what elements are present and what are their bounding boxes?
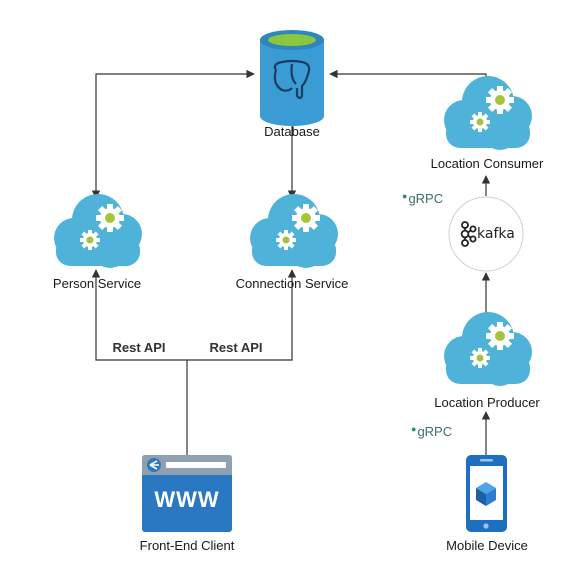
person-service-icon — [54, 194, 142, 268]
grpc-dot-icon: ● — [411, 424, 417, 434]
location-consumer-icon — [444, 76, 532, 150]
mobile-device-label: Mobile Device — [446, 538, 528, 553]
rest-api-connection-label: Rest API — [209, 340, 263, 355]
grpc-bottom-label: ●gRPC — [411, 424, 452, 439]
grpc-top-label: ●gRPC — [402, 191, 443, 206]
phone-icon — [466, 455, 507, 532]
grpc-bottom-text: gRPC — [417, 424, 453, 439]
kafka-wordmark: kafka — [477, 226, 515, 242]
browser-banner-text: WWW — [154, 487, 220, 512]
connection-service-label: Connection Service — [235, 276, 349, 291]
person-service-label: Person Service — [52, 276, 142, 291]
location-consumer-label: Location Consumer — [430, 156, 544, 171]
location-producer-label: Location Producer — [434, 395, 540, 410]
edge-frontend-person — [91, 269, 187, 361]
edge-frontend-connection — [187, 269, 297, 361]
connection-service-icon — [250, 194, 338, 268]
front-end-client-label: Front-End Client — [139, 538, 235, 553]
location-producer-icon — [444, 312, 532, 386]
grpc-top-text: gRPC — [408, 191, 444, 206]
edge-consumer-db — [329, 69, 487, 88]
database-label: Database — [264, 124, 320, 139]
grpc-dot-icon: ● — [402, 191, 408, 201]
rest-api-person-label: Rest API — [112, 340, 166, 355]
browser-icon — [142, 455, 232, 532]
edge-db-person — [91, 69, 255, 199]
database-icon — [260, 30, 324, 126]
kafka-icon — [448, 196, 524, 272]
